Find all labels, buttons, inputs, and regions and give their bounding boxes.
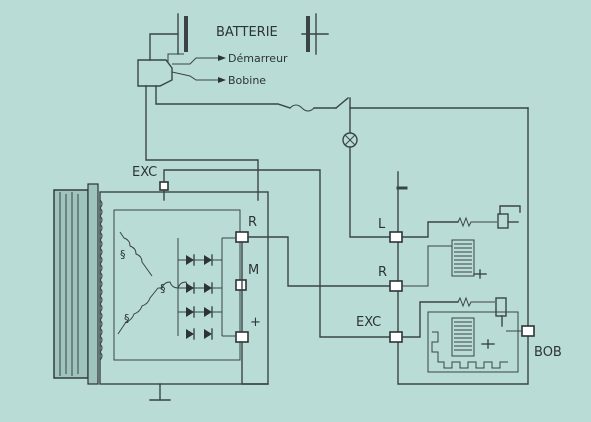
alternator-exc-terminal xyxy=(159,181,169,191)
alternator-plus-label: + xyxy=(250,315,261,330)
warning-lamp xyxy=(342,132,358,148)
regulator-coil xyxy=(427,311,519,373)
coil-label: Bobine xyxy=(228,74,266,87)
svg-text:§: § xyxy=(120,248,126,261)
diode-bridge xyxy=(177,238,223,340)
svg-text:§: § xyxy=(160,282,166,295)
alternator-exc-label: EXC xyxy=(132,165,157,180)
bob-label: BOB xyxy=(534,345,562,360)
alternator-pulley xyxy=(53,183,103,385)
voltage-relay-coil xyxy=(451,239,487,279)
regulator-r-label: R xyxy=(378,265,387,280)
coil-arrow xyxy=(171,71,226,83)
starter-arrow xyxy=(172,55,226,65)
exc-relay-contact xyxy=(495,297,507,317)
ignition-switch xyxy=(137,59,173,87)
rotor-field-box xyxy=(113,209,241,361)
regulator-ground-post xyxy=(397,171,529,385)
alternator-housing xyxy=(99,191,269,385)
exc-resistor xyxy=(457,296,495,308)
regulator-exc-label: EXC xyxy=(356,315,381,330)
regulator-l-terminal xyxy=(389,231,403,243)
regulator-r-terminal xyxy=(389,280,403,292)
regulator-l-label: L xyxy=(378,217,386,232)
battery-symbol xyxy=(177,13,329,55)
l-resistor xyxy=(457,216,497,228)
starter-label: Démarreur xyxy=(228,52,288,65)
bob-terminal xyxy=(521,325,535,337)
ignition-contact xyxy=(289,97,529,133)
battery-wire xyxy=(149,33,179,61)
alternator-r-label: R xyxy=(248,215,257,230)
alternator-r-terminal xyxy=(235,231,249,243)
l-relay-contact xyxy=(497,213,509,229)
regulator-exc-terminal xyxy=(389,331,403,343)
stator-windings: § § § xyxy=(117,231,200,335)
alternator-m-label: M xyxy=(248,263,259,278)
alternator-m-terminal xyxy=(235,279,247,291)
battery-label: BATTERIE xyxy=(216,25,278,40)
svg-text:§: § xyxy=(124,312,130,325)
alternator-plus-terminal xyxy=(235,331,249,343)
